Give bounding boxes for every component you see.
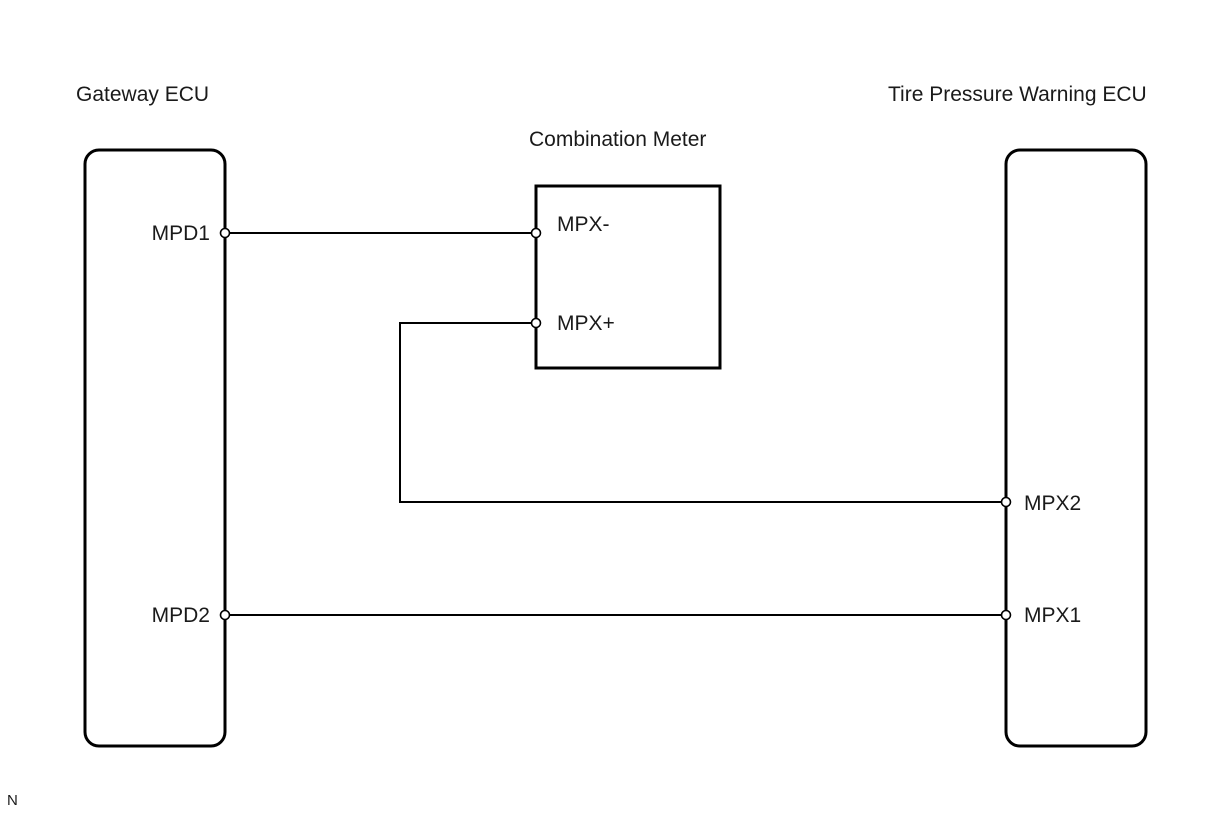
pin-label-mpd2: MPD2 [152, 604, 210, 627]
terminal-mpx2 [1000, 496, 1012, 508]
terminal-mpx-plus [530, 317, 542, 329]
corner-mark: N [7, 792, 18, 809]
terminal-mpx-minus [530, 227, 542, 239]
gateway-ecu-block [83, 148, 227, 748]
pin-label-mpd1: MPD1 [152, 222, 210, 245]
pin-label-mpx-minus: MPX- [557, 213, 610, 236]
pin-label-mpx-plus: MPX+ [557, 312, 615, 335]
pin-label-mpx1: MPX1 [1024, 604, 1081, 627]
combination-meter-title: Combination Meter [529, 128, 706, 151]
tire-pressure-ecu-title: Tire Pressure Warning ECU [888, 83, 1147, 106]
gateway-ecu-title: Gateway ECU [76, 83, 209, 106]
terminal-mpd2 [219, 609, 231, 621]
wire-mpx-plus-to-mpx2 [399, 322, 1006, 503]
tire-pressure-ecu-block [1004, 148, 1148, 748]
pin-label-mpx2: MPX2 [1024, 492, 1081, 515]
combination-meter-block [534, 184, 722, 370]
terminal-mpd1 [219, 227, 231, 239]
terminal-mpx1 [1000, 609, 1012, 621]
